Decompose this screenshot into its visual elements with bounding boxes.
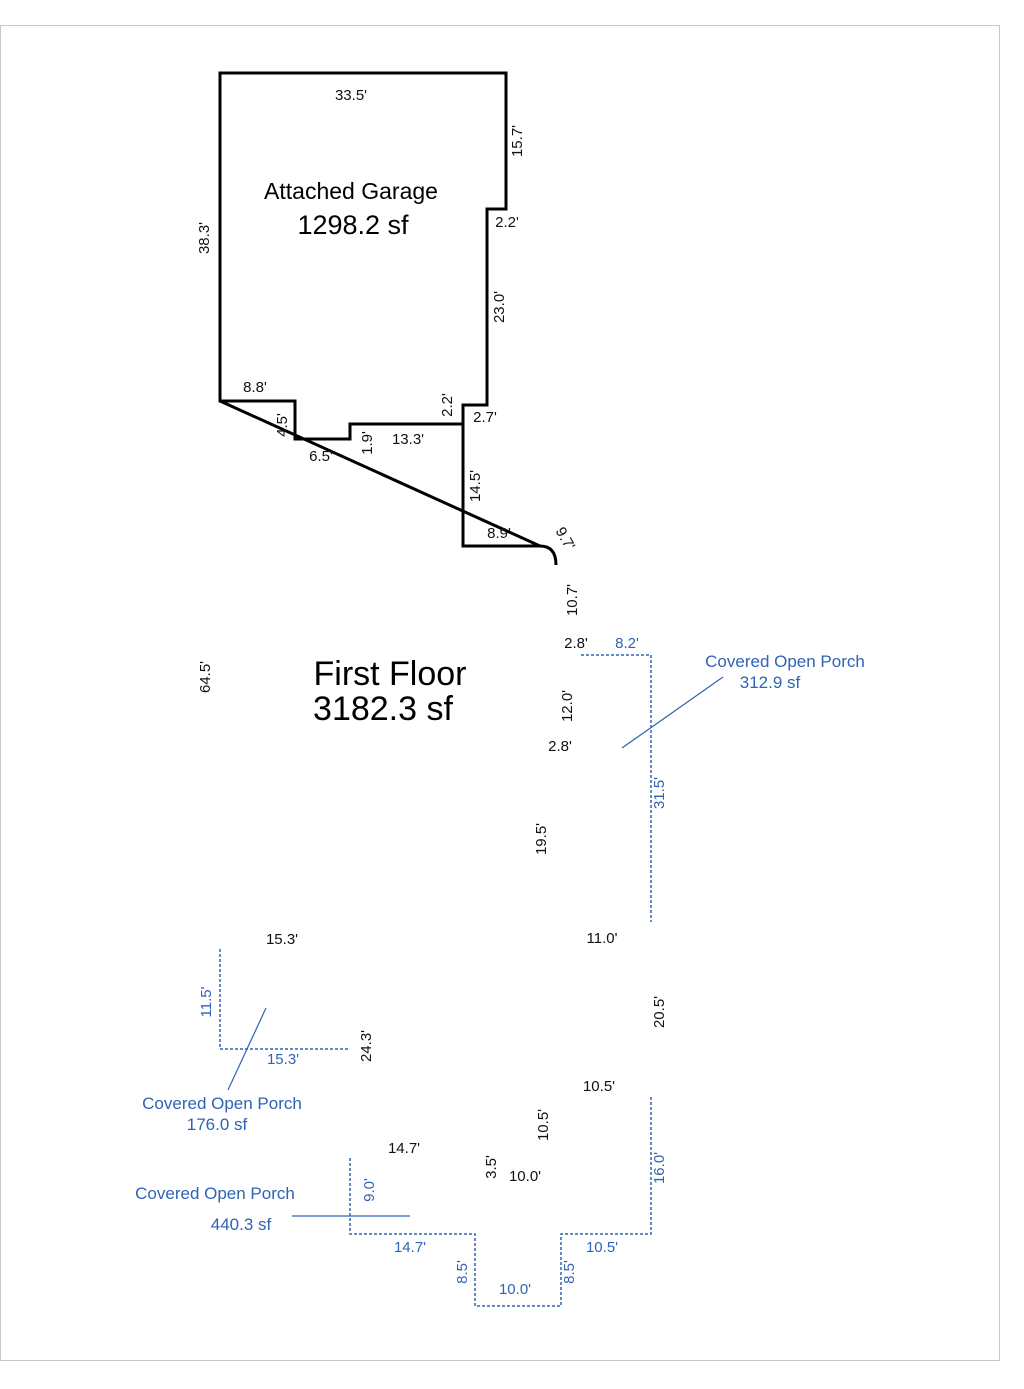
dim-garage-right-upper: 15.7'	[509, 125, 526, 157]
sketch-frame	[0, 25, 1000, 1361]
dim-porch-right-top: 8.2'	[615, 635, 639, 652]
dim-notch-rise: 1.9'	[359, 431, 376, 455]
dim-middle-run: 8.9'	[487, 525, 511, 542]
porch-right-outline	[581, 654, 652, 922]
dim-porch-bottom-drop-right: 8.5'	[561, 1260, 578, 1284]
dim-right-jog: 11.0'	[587, 930, 618, 947]
dim-right-drop: 10.7'	[564, 584, 581, 616]
dim-corner-run: 2.7'	[473, 409, 497, 426]
first-floor-outline	[219, 399, 541, 548]
dim-corner-rise: 2.2'	[439, 393, 456, 417]
porch-left-name: Covered Open Porch	[142, 1094, 302, 1113]
porch-right-sf: 312.9 sf	[740, 673, 801, 692]
dim-inner-left: 24.3'	[358, 1030, 375, 1062]
dim-garage-top: 33.5'	[335, 87, 367, 104]
dim-notch-run: 13.3'	[392, 431, 424, 448]
dim-inner-top: 15.3'	[266, 931, 298, 948]
dim-bottom-rise: 3.5'	[483, 1155, 500, 1179]
dim-garage-left: 38.3'	[196, 222, 213, 254]
first-floor-curve	[539, 544, 558, 566]
dim-right-step2: 2.8'	[548, 738, 572, 755]
porch-bottom-sf: 440.3 sf	[211, 1215, 272, 1234]
dim-porch-right-side: 31.5'	[651, 777, 668, 809]
dim-notch-top: 8.8'	[243, 379, 267, 396]
dim-notch-drop: 4.5'	[274, 413, 291, 437]
dim-porch-bottom-base: 10.0'	[499, 1281, 531, 1298]
dim-left-long: 64.5'	[197, 661, 214, 693]
dim-bottom-left-run: 14.7'	[388, 1140, 420, 1157]
dim-porch-left-side: 11.5'	[198, 986, 215, 1017]
garage-name: Attached Garage	[264, 178, 438, 204]
dim-right-mid: 12.0'	[559, 690, 576, 722]
dim-porch-bottom-left: 14.7'	[394, 1239, 426, 1256]
leader-porch-left	[227, 1007, 267, 1091]
leader-porch-right	[621, 676, 724, 749]
first-floor-sf: 3182.3 sf	[313, 690, 453, 728]
dim-right-step: 2.8'	[564, 635, 588, 652]
dim-porch-bottom-drop-left: 8.5'	[454, 1260, 471, 1284]
dim-step-rise: 10.5'	[535, 1109, 552, 1141]
dim-garage-step: 2.2'	[495, 214, 519, 231]
porch-bottom-name: Covered Open Porch	[135, 1184, 295, 1203]
first-floor-name: First Floor	[314, 655, 467, 693]
dim-curve: 9.7'	[552, 524, 579, 553]
dim-step-run: 10.5'	[583, 1078, 615, 1095]
dim-middle-drop: 14.5'	[467, 470, 484, 502]
garage-sf: 1298.2 sf	[297, 210, 409, 240]
porch-left-sf: 176.0 sf	[187, 1115, 248, 1134]
dim-porch-bottom-right-side: 16.0'	[651, 1152, 668, 1184]
porch-bottom-outline	[349, 1097, 652, 1307]
dim-porch-left-bottom: 15.3'	[267, 1051, 299, 1068]
dim-porch-bottom-right: 10.5'	[586, 1239, 618, 1256]
dim-right-lower: 19.5'	[533, 823, 550, 855]
dim-bottom-run: 10.0'	[509, 1168, 541, 1185]
dim-garage-right-lower: 23.0'	[491, 291, 508, 323]
dim-right-long: 20.5'	[651, 996, 668, 1028]
dim-notch-bottom: 6.5'	[309, 448, 333, 465]
dim-porch-bottom-left-side: 9.0'	[361, 1178, 378, 1202]
porch-left-outline	[219, 949, 350, 1050]
porch-right-name: Covered Open Porch	[705, 652, 865, 671]
